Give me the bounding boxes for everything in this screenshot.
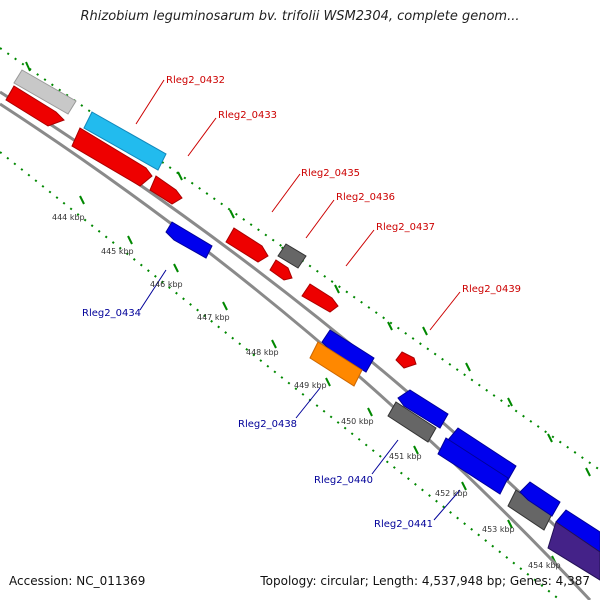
- kbp-tick-label: 451 kbp: [389, 452, 422, 461]
- kbp-tick-label: 448 kbp: [246, 348, 279, 357]
- gene-feature[interactable]: [269, 259, 293, 281]
- gene-feature[interactable]: [13, 69, 77, 115]
- gene-feature[interactable]: [83, 111, 167, 171]
- outer-tick: [507, 397, 513, 407]
- inner-tick: [127, 235, 133, 245]
- gene-feature[interactable]: [5, 85, 65, 127]
- gene-feature[interactable]: [149, 175, 183, 205]
- callout-line: [429, 291, 461, 331]
- gene-feature[interactable]: [387, 401, 437, 443]
- kbp-scale: 444 kbp 445 kbp 446 kbp 447 kbp 448 kbp …: [52, 213, 561, 570]
- inner-tick: [325, 377, 331, 387]
- inner-tick: [461, 481, 467, 491]
- inner-tick: [79, 195, 85, 205]
- kbp-tick-label: 450 kbp: [341, 417, 374, 426]
- gene-feature[interactable]: [277, 243, 307, 269]
- inner-tick: [222, 301, 228, 311]
- gene-label[interactable]: Rleg2_0440: [314, 475, 373, 486]
- gene-labels: Rleg2_0432 Rleg2_0433 Rleg2_0435 Rleg2_0…: [82, 75, 521, 530]
- outer-tick: [229, 209, 235, 219]
- gene-label[interactable]: Rleg2_0437: [376, 222, 435, 233]
- outer-tick: [387, 321, 393, 331]
- kbp-tick-label: 446 kbp: [150, 280, 183, 289]
- kbp-tick-label: 453 kbp: [482, 525, 515, 534]
- kbp-tick-label: 447 kbp: [197, 313, 230, 322]
- gene-label[interactable]: Rleg2_0435: [301, 168, 360, 179]
- inner-tick: [173, 263, 179, 273]
- outer-tick: [465, 362, 471, 372]
- gene-features: [5, 69, 600, 581]
- kbp-tick-label: 444 kbp: [52, 213, 85, 222]
- outer-tick: [334, 284, 340, 294]
- callout-line: [135, 79, 165, 125]
- gene-label[interactable]: Rleg2_0438: [238, 419, 297, 430]
- callout-line: [433, 489, 461, 521]
- gene-feature[interactable]: [437, 437, 509, 495]
- gene-feature[interactable]: [397, 389, 449, 429]
- outer-tick: [422, 326, 428, 336]
- callout-line: [271, 173, 301, 213]
- label-callouts: [135, 79, 461, 521]
- gene-label[interactable]: Rleg2_0439: [462, 284, 521, 295]
- gene-feature[interactable]: [301, 283, 339, 313]
- genome-stats-label: Topology: circular; Length: 4,537,948 bp…: [260, 574, 590, 588]
- callout-line: [371, 439, 399, 475]
- gene-feature[interactable]: [309, 341, 363, 387]
- outer-tick: [547, 433, 553, 443]
- inner-tick: [271, 339, 277, 349]
- callout-line: [187, 117, 217, 157]
- kbp-tick-label: 449 kbp: [294, 381, 327, 390]
- callout-line: [345, 229, 375, 267]
- outer-tick: [177, 171, 183, 181]
- gene-feature[interactable]: [395, 351, 417, 369]
- gene-label[interactable]: Rleg2_0434: [82, 308, 141, 319]
- outer-tick: [585, 467, 591, 477]
- backbone-inner: [0, 102, 592, 600]
- gene-label[interactable]: Rleg2_0441: [374, 519, 433, 530]
- gene-feature[interactable]: [519, 481, 561, 517]
- kbp-tick-label: 445 kbp: [101, 247, 134, 256]
- inner-tick: [507, 519, 513, 529]
- gene-feature[interactable]: [225, 227, 269, 263]
- inner-tick: [413, 445, 419, 455]
- gene-feature[interactable]: [165, 221, 213, 259]
- map-title: Rhizobium leguminosarum bv. trifolii WSM…: [80, 9, 520, 24]
- callout-line: [305, 199, 335, 239]
- accession-label: Accession: NC_011369: [9, 574, 146, 588]
- inner-tick: [367, 407, 373, 417]
- callout-line: [295, 387, 321, 419]
- kbp-tick-label: 452 kbp: [435, 489, 468, 498]
- gene-feature[interactable]: [547, 521, 600, 581]
- callout-line: [139, 269, 167, 311]
- gene-label[interactable]: Rleg2_0436: [336, 192, 395, 203]
- gene-label[interactable]: Rleg2_0432: [166, 75, 225, 86]
- gene-feature[interactable]: [71, 127, 153, 187]
- outer-tick: [25, 61, 31, 72]
- gene-label[interactable]: Rleg2_0433: [218, 110, 277, 121]
- kbp-tick-label: 454 kbp: [528, 561, 561, 570]
